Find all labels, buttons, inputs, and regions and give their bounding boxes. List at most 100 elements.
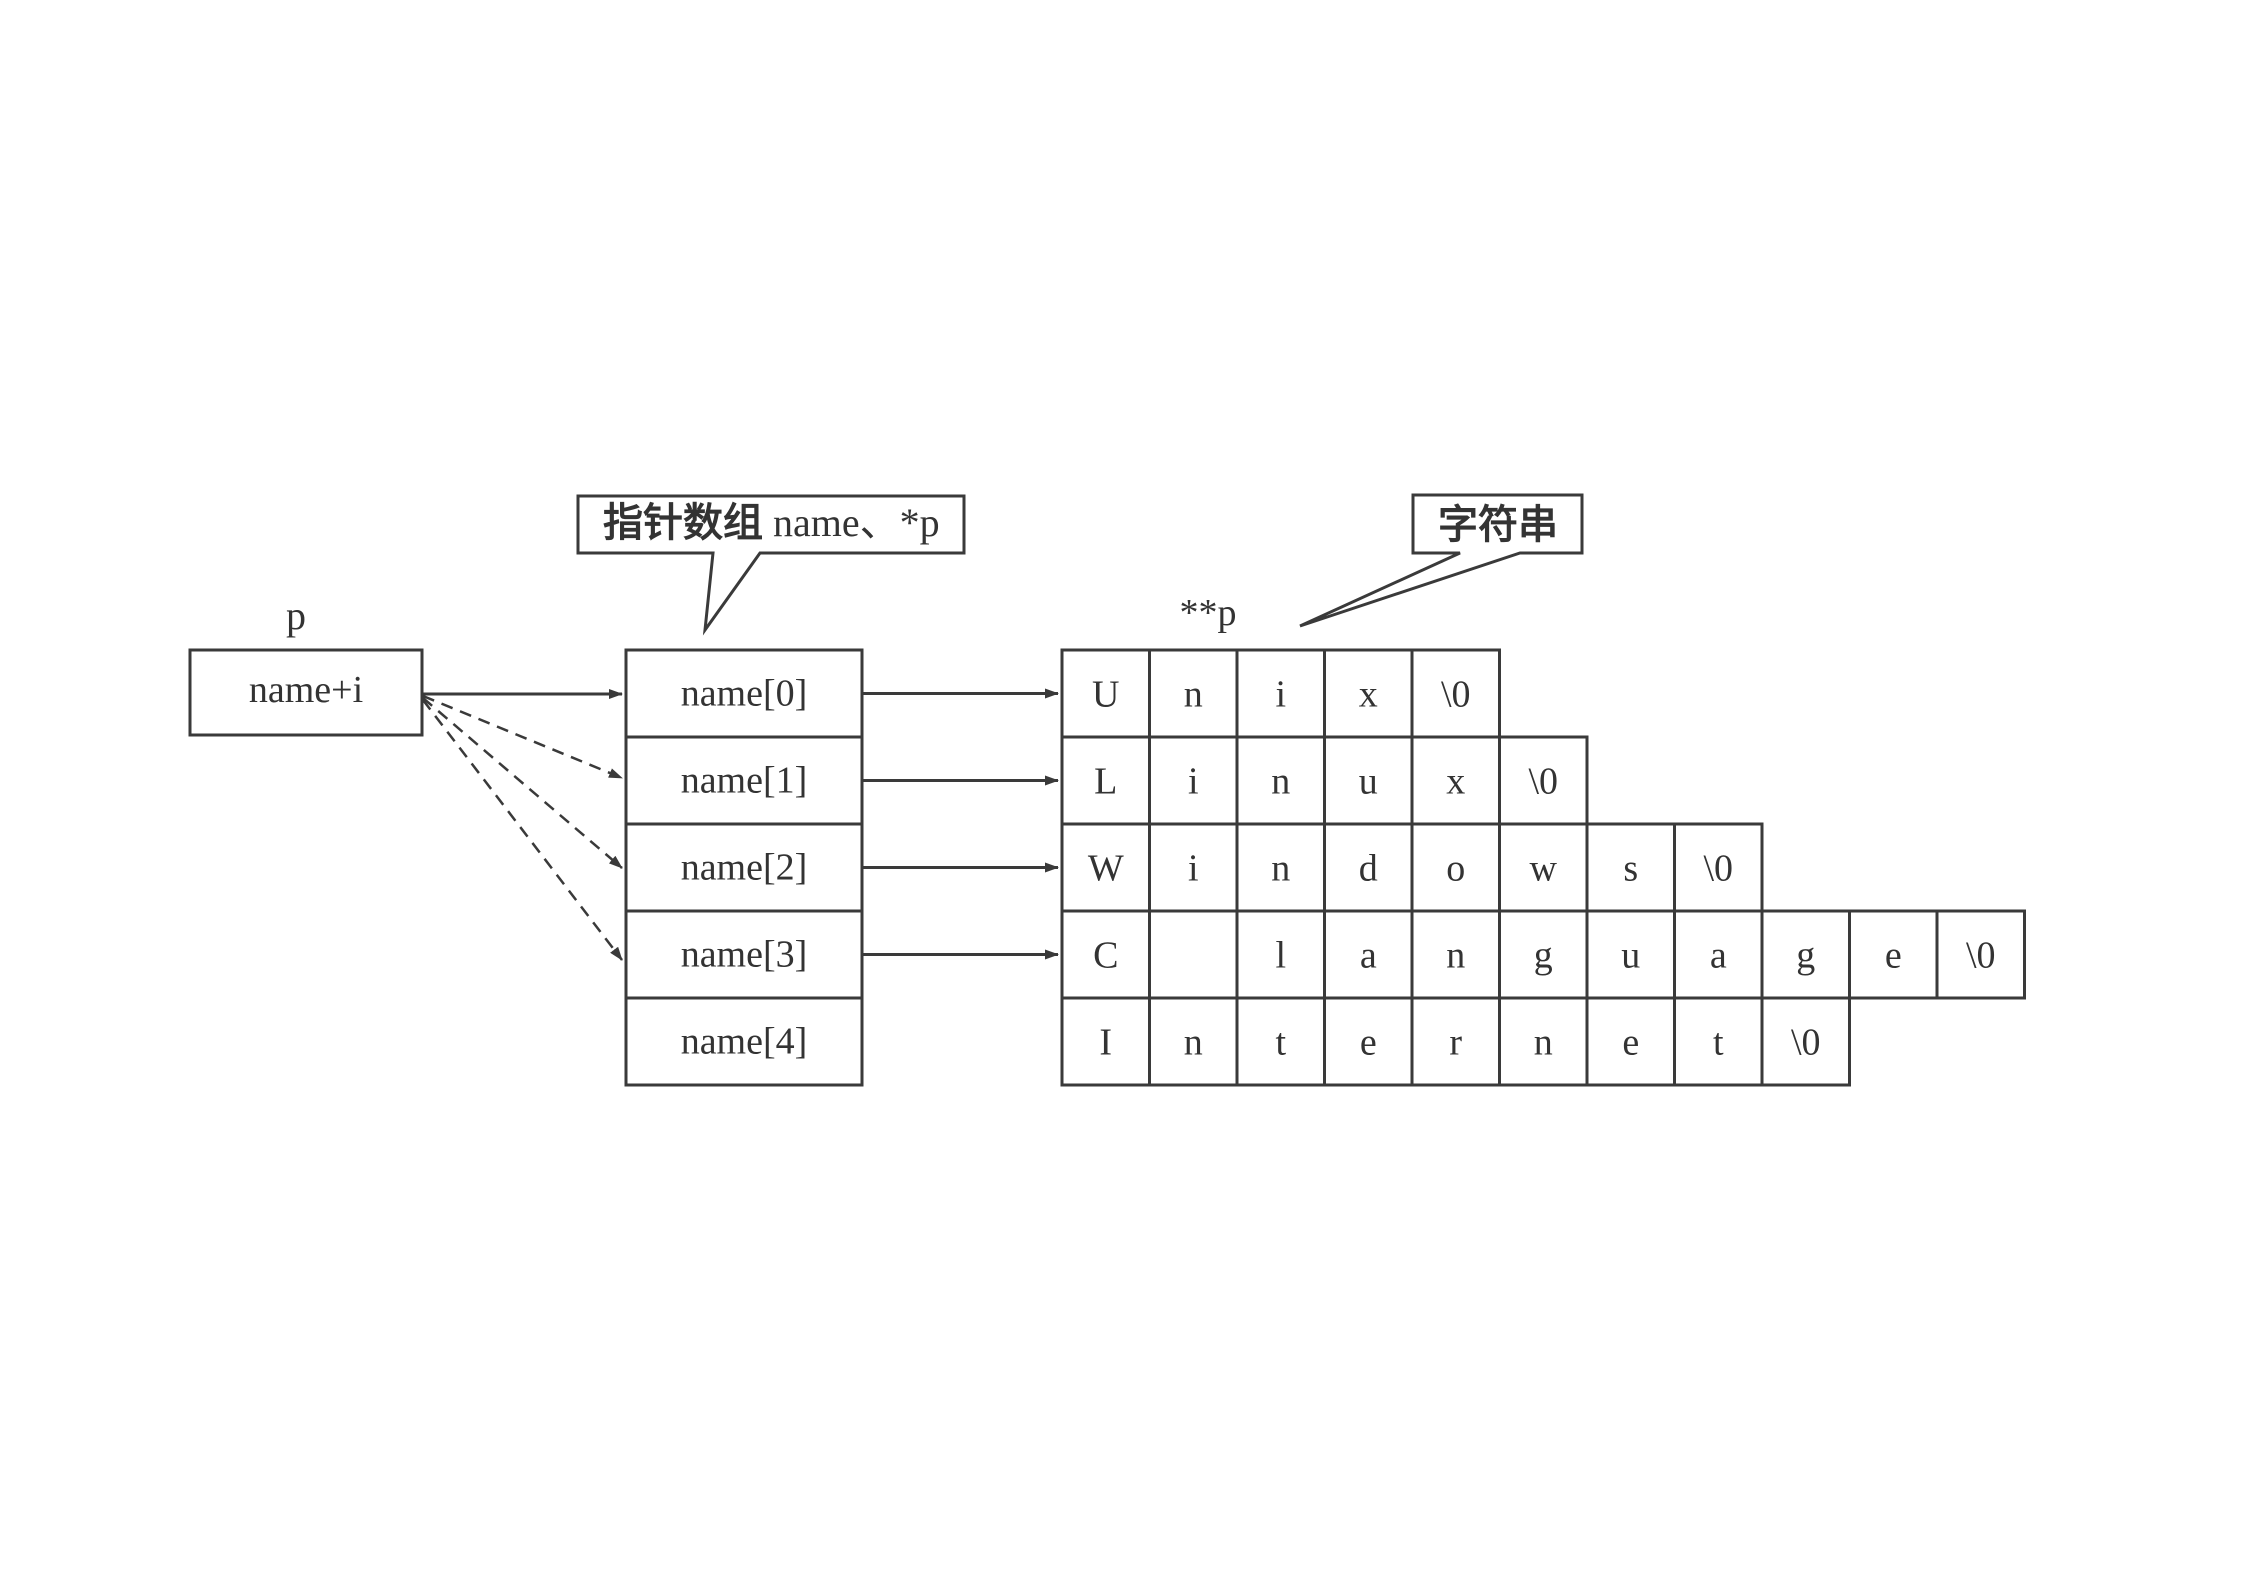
arrow-p-to-name2 <box>422 697 623 869</box>
string-char-cell: x <box>1410 735 1501 826</box>
char-cell-text: t <box>1713 1022 1724 1064</box>
char-cell-box <box>1148 735 1239 826</box>
char-cell-text: \0 <box>1703 848 1733 890</box>
string-char-cell: g <box>1498 909 1589 1000</box>
char-cell-text: x <box>1446 761 1465 803</box>
pointer-array: name[0] name[1] name[2] name[3] name[4] <box>624 648 864 1087</box>
string-char-cell: C <box>1060 909 1151 1000</box>
char-cell-box <box>1148 996 1239 1087</box>
char-cell-box <box>1760 909 1851 1000</box>
pointer-value: name+i <box>249 669 363 711</box>
string-char-cell: i <box>1235 648 1326 739</box>
char-cell-box <box>1323 996 1414 1087</box>
array-cell-3: name[3] <box>624 909 864 1000</box>
char-cell-text: \0 <box>1966 935 1996 977</box>
string-char-cell: n <box>1235 735 1326 826</box>
char-cell-box <box>1848 909 1939 1000</box>
char-cell-text: e <box>1360 1022 1377 1064</box>
strings-callout: 字符串 <box>1299 493 1584 628</box>
char-cell-text: t <box>1275 1022 1286 1064</box>
string-arrows <box>862 688 1059 960</box>
char-cell-text: l <box>1275 935 1286 977</box>
char-cell-text: \0 <box>1441 674 1471 716</box>
char-cell-text: r <box>1449 1022 1462 1064</box>
pointer-label: p <box>286 593 306 638</box>
char-cell-text: I <box>1099 1022 1112 1064</box>
char-cell-text: u <box>1621 935 1640 977</box>
string-char-cell: \0 <box>1410 648 1501 739</box>
char-cell-text: x <box>1359 674 1378 716</box>
char-cell-text: C <box>1093 935 1118 977</box>
char-cell-box <box>1060 909 1151 1000</box>
string-char-cell: \0 <box>1935 909 2026 1000</box>
string-char-cell: t <box>1673 996 1764 1087</box>
string-char-cell: W <box>1060 822 1151 913</box>
string-char-cell: a <box>1323 909 1414 1000</box>
array-callout-text: name、*p <box>763 500 940 545</box>
char-cell-box <box>1235 909 1326 1000</box>
array-cell-0: name[0] <box>624 648 864 739</box>
char-cell-text: U <box>1092 674 1119 716</box>
char-cell-box <box>1410 909 1501 1000</box>
array-cell-1: name[1] <box>624 735 864 826</box>
string-char-cell: \0 <box>1760 996 1851 1087</box>
char-cell-text: n <box>1271 848 1290 890</box>
char-cell-text: n <box>1184 1022 1203 1064</box>
char-cell-text: u <box>1359 761 1378 803</box>
char-cell-text: i <box>1188 761 1199 803</box>
char-cell-box <box>1060 735 1151 826</box>
char-cell-text: n <box>1271 761 1290 803</box>
char-cell-box <box>1235 648 1326 739</box>
string-char-cell: n <box>1235 822 1326 913</box>
arrow-p-to-name1 <box>422 694 623 780</box>
char-cell-box <box>1673 822 1764 913</box>
string-char-cell: o <box>1410 822 1501 913</box>
string-char-cell: U <box>1060 648 1151 739</box>
char-cell-text: w <box>1530 848 1558 890</box>
pointer-box <box>188 648 424 737</box>
char-cell-box <box>1410 648 1501 739</box>
string-char-cell: e <box>1323 996 1414 1087</box>
array-cell-4: name[4] <box>624 996 864 1087</box>
strings-callout-text: 字符串 <box>1438 502 1558 548</box>
array-cell-label: name[1] <box>681 760 808 802</box>
char-cell-box <box>1498 735 1589 826</box>
char-cell-box <box>1498 822 1589 913</box>
char-cell-text: i <box>1275 674 1286 716</box>
svg-text:指针数组 name、*p: 指针数组 name、*p <box>603 500 940 546</box>
char-cell-box <box>1935 909 2026 1000</box>
char-cell-box <box>1323 648 1414 739</box>
array-cell-label: name[4] <box>681 1021 808 1063</box>
string-char-cell: \0 <box>1673 822 1764 913</box>
char-cell-box <box>1148 648 1239 739</box>
array-callout-cn: 指针数组 <box>603 500 763 546</box>
char-cell-text: W <box>1088 848 1124 890</box>
array-callout: 指针数组 name、*p <box>576 494 966 636</box>
char-cell-text: e <box>1885 935 1902 977</box>
array-cell-label: name[2] <box>681 847 808 889</box>
arrow-p-to-name3 <box>422 699 623 961</box>
char-cell-text: \0 <box>1528 761 1558 803</box>
char-cell-text: g <box>1534 935 1553 977</box>
string-char-cell: r <box>1410 996 1501 1087</box>
char-cell-text: n <box>1446 935 1465 977</box>
string-char-cell: n <box>1148 996 1239 1087</box>
string-char-cell: n <box>1148 648 1239 739</box>
string-char-cell: w <box>1498 822 1589 913</box>
string-char-cell: i <box>1148 822 1239 913</box>
array-cell-box <box>624 996 864 1087</box>
char-cell-text: d <box>1359 848 1378 890</box>
char-cell-text: n <box>1184 674 1203 716</box>
char-cell-box <box>1323 909 1414 1000</box>
char-cell-box <box>1585 909 1676 1000</box>
string-char-cell: a <box>1673 909 1764 1000</box>
char-cell-box <box>1148 909 1239 1000</box>
string-pointer-label: **p <box>1180 592 1237 634</box>
char-cell-text: L <box>1094 761 1117 803</box>
string-char-cell: l <box>1235 909 1326 1000</box>
